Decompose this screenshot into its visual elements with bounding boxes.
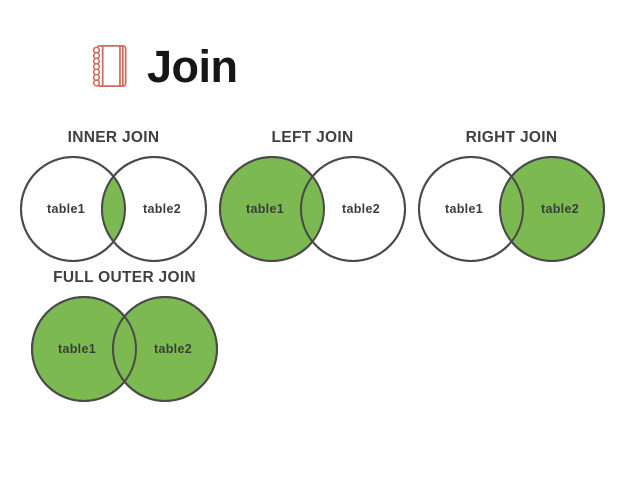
left-circle-outline (31, 296, 137, 402)
left-circle-outline (219, 156, 325, 262)
circle-label-left: table1 (445, 202, 483, 216)
venn-diagram-left-join: LEFT JOIN table1 table2 (219, 129, 419, 264)
header: Join (84, 42, 238, 90)
venn-left-join-graphic: table1 table2 (219, 156, 406, 262)
diagram-title-left-join: LEFT JOIN (271, 129, 354, 146)
circle-label-left: table1 (47, 202, 85, 216)
circle-label-left: table1 (58, 342, 96, 356)
venn-diagram-inner-join: INNER JOIN table1 table2 (20, 129, 220, 264)
circle-label-right: table2 (154, 342, 192, 356)
page-title: Join (147, 40, 238, 92)
circle-label-right: table2 (342, 202, 380, 216)
venn-inner-join-graphic: table1 table2 (20, 156, 207, 262)
circle-label-left: table1 (246, 202, 284, 216)
diagram-title-full-outer-join: FULL OUTER JOIN (53, 269, 196, 286)
diagram-title-right-join: RIGHT JOIN (465, 129, 558, 146)
venn-right-join-graphic: table1 table2 (418, 156, 605, 262)
right-circle-outline (300, 156, 406, 262)
diagram-title-inner-join: INNER JOIN (67, 129, 160, 146)
notebook-icon (92, 45, 127, 87)
left-circle-outline (418, 156, 524, 262)
left-circle-outline (20, 156, 126, 262)
venn-full-outer-join-graphic: table1 table2 (31, 296, 218, 402)
right-circle-outline (112, 296, 218, 402)
circle-label-right: table2 (541, 202, 579, 216)
venn-diagram-full-outer-join: FULL OUTER JOIN table1 table2 (31, 269, 231, 404)
right-circle-outline (499, 156, 605, 262)
circle-label-right: table2 (143, 202, 181, 216)
venn-diagram-right-join: RIGHT JOIN table1 table2 (418, 129, 618, 264)
right-circle-outline (101, 156, 207, 262)
